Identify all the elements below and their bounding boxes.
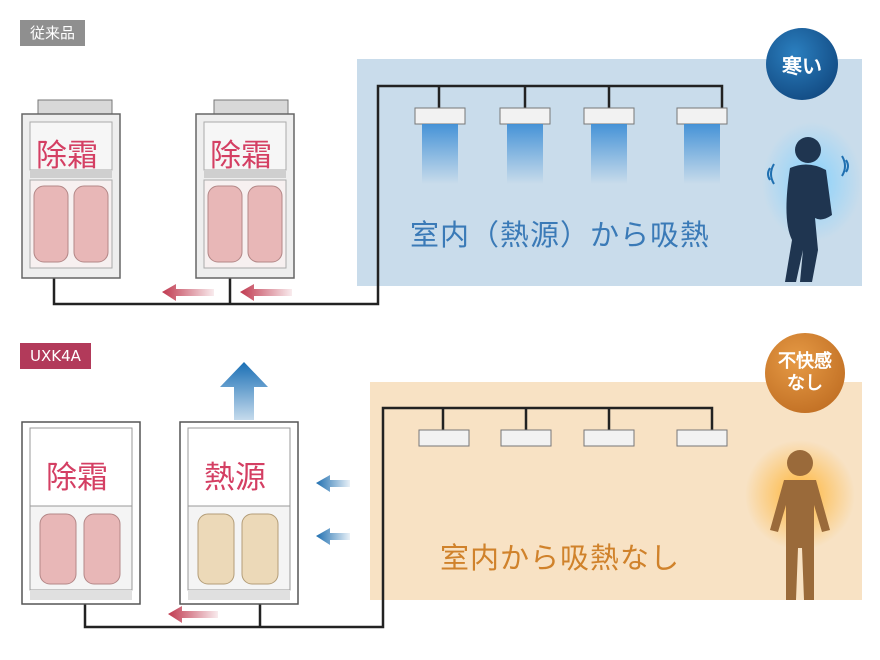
legacy-indoor-unit: [414, 107, 466, 184]
heat-intake-arrow: [316, 528, 350, 545]
cold-badge-text: 寒い: [782, 53, 822, 78]
legacy-refrigerant-pipe: [52, 84, 724, 306]
new-refrigerant-pipe: [83, 406, 714, 629]
exhaust-up-arrow: [220, 362, 268, 420]
legacy-room-caption: 室内（熱源）から吸熱: [410, 218, 711, 252]
new-indoor-unit: [500, 429, 552, 447]
new-room-caption: 室内から吸熱なし: [440, 541, 681, 575]
heat-intake-arrow: [316, 475, 350, 492]
cold-person-icon: [762, 122, 862, 282]
new-indoor-unit: [676, 429, 728, 447]
legacy-outdoor-unit: [21, 99, 121, 279]
legacy-indoor-unit: [499, 107, 551, 184]
cold-badge: 寒い: [766, 28, 838, 100]
new-outdoor-unit-heat-source: [179, 421, 299, 605]
new-unit-label-defrost: 除霜: [46, 460, 108, 496]
heat-flow-arrow: [240, 284, 292, 301]
new-outdoor-unit-defrost: [21, 421, 141, 605]
new-unit-label-heat-source: 熱源: [204, 460, 266, 496]
legacy-product-tag: 従来品: [20, 20, 86, 46]
new-model-tag: UXK4A: [20, 343, 91, 369]
badge-line-1: 不快感: [778, 351, 832, 372]
legacy-unit-label: 除霜: [36, 138, 98, 174]
comfortable-person-icon: [745, 440, 855, 600]
legacy-unit-label: 除霜: [210, 138, 272, 174]
heat-flow-arrow: [162, 284, 214, 301]
badge-line-2: なし: [787, 373, 823, 394]
legacy-outdoor-unit: [195, 99, 295, 279]
legacy-indoor-unit: [583, 107, 635, 184]
new-indoor-unit: [583, 429, 635, 447]
legacy-indoor-unit: [676, 107, 728, 184]
heat-flow-arrow: [168, 606, 218, 623]
new-indoor-unit: [418, 429, 470, 447]
no-discomfort-badge: 不快感 なし: [765, 333, 845, 413]
